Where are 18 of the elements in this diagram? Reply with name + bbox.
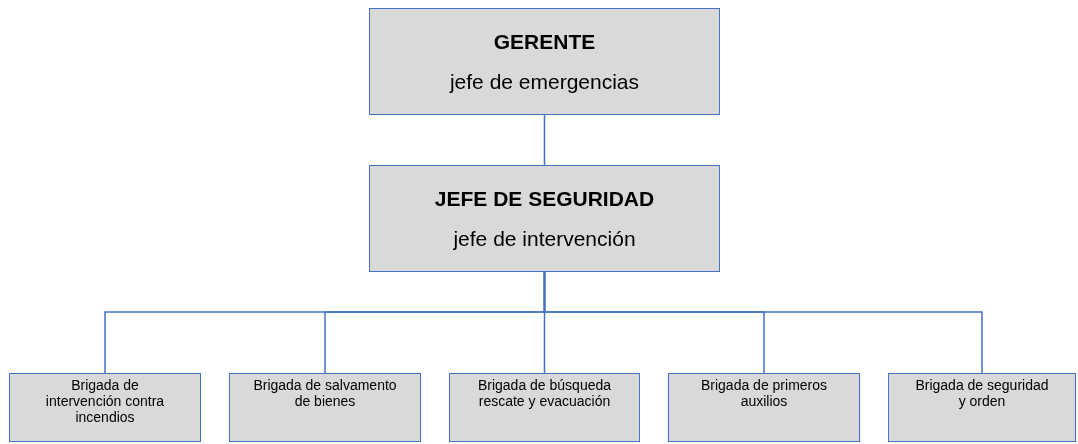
connector-line (543, 114, 546, 166)
role-title: JEFE DE SEGURIDAD (434, 186, 655, 211)
org-box (9, 373, 201, 442)
role-title: GERENTE (493, 29, 596, 54)
unit-label: Brigada de seguridad y orden (914, 377, 1050, 409)
org-box (229, 373, 421, 442)
connector-line (543, 271, 983, 374)
org-box (888, 373, 1076, 442)
org-box (449, 373, 640, 442)
org-box (668, 373, 860, 442)
role-subtitle: jefe de intervención (453, 226, 636, 251)
unit-label: Brigada de primeros auxilios (699, 377, 829, 409)
org-box (369, 165, 720, 272)
unit-label: Brigada de salvamento de bienes (252, 377, 398, 409)
unit-label: Brigada de búsqueda rescate y evacuación (476, 377, 613, 409)
unit-label: Brigada de intervención contra incendios (44, 377, 166, 425)
role-subtitle: jefe de emergencias (449, 69, 640, 94)
org-box (369, 8, 720, 115)
